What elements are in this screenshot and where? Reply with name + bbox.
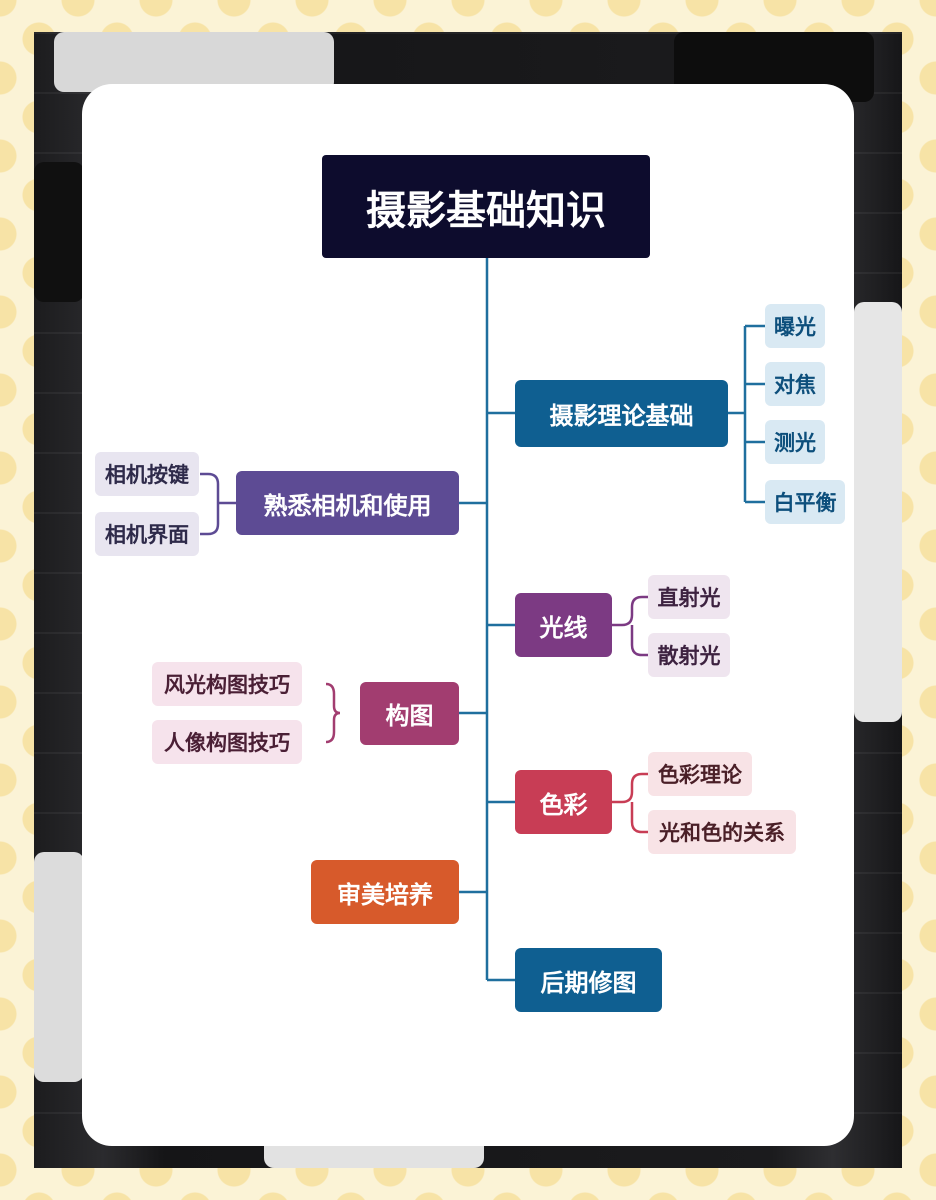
root-node[interactable]: 摄影基础知识 bbox=[322, 155, 650, 258]
branch-theory[interactable]: 摄影理论基础 bbox=[515, 380, 728, 447]
bracket-color bbox=[612, 772, 648, 834]
leaf-direct-light[interactable]: 直射光 bbox=[648, 575, 730, 619]
branch-composition[interactable]: 构图 bbox=[360, 682, 459, 745]
branch-light[interactable]: 光线 bbox=[515, 593, 612, 657]
leaf-camera-buttons[interactable]: 相机按键 bbox=[95, 452, 199, 496]
white-lens-barrel bbox=[854, 302, 902, 722]
leaf-color-theory[interactable]: 色彩理论 bbox=[648, 752, 752, 796]
camera-dial bbox=[34, 162, 84, 302]
lens-barrel bbox=[54, 32, 334, 92]
bracket-light bbox=[612, 595, 648, 657]
bracket-theory bbox=[728, 324, 765, 504]
leaf-metering[interactable]: 测光 bbox=[765, 420, 825, 464]
leaf-focus[interactable]: 对焦 bbox=[765, 362, 825, 406]
bracket-composition bbox=[325, 682, 341, 744]
bracket-camera bbox=[200, 472, 236, 536]
branch-color[interactable]: 色彩 bbox=[515, 770, 612, 834]
leaf-white-balance[interactable]: 白平衡 bbox=[765, 480, 845, 524]
leaf-exposure[interactable]: 曝光 bbox=[765, 304, 825, 348]
leaf-camera-interface[interactable]: 相机界面 bbox=[95, 512, 199, 556]
leaf-diffused-light[interactable]: 散射光 bbox=[648, 633, 730, 677]
branch-camera-usage[interactable]: 熟悉相机和使用 bbox=[236, 471, 459, 535]
leaf-light-color-relation[interactable]: 光和色的关系 bbox=[648, 810, 796, 854]
branch-aesthetics[interactable]: 审美培养 bbox=[311, 860, 459, 924]
leaf-landscape-composition[interactable]: 风光构图技巧 bbox=[152, 662, 302, 706]
white-lens-barrel-left bbox=[34, 852, 84, 1082]
branch-post-processing[interactable]: 后期修图 bbox=[515, 948, 662, 1012]
leaf-portrait-composition[interactable]: 人像构图技巧 bbox=[152, 720, 302, 764]
